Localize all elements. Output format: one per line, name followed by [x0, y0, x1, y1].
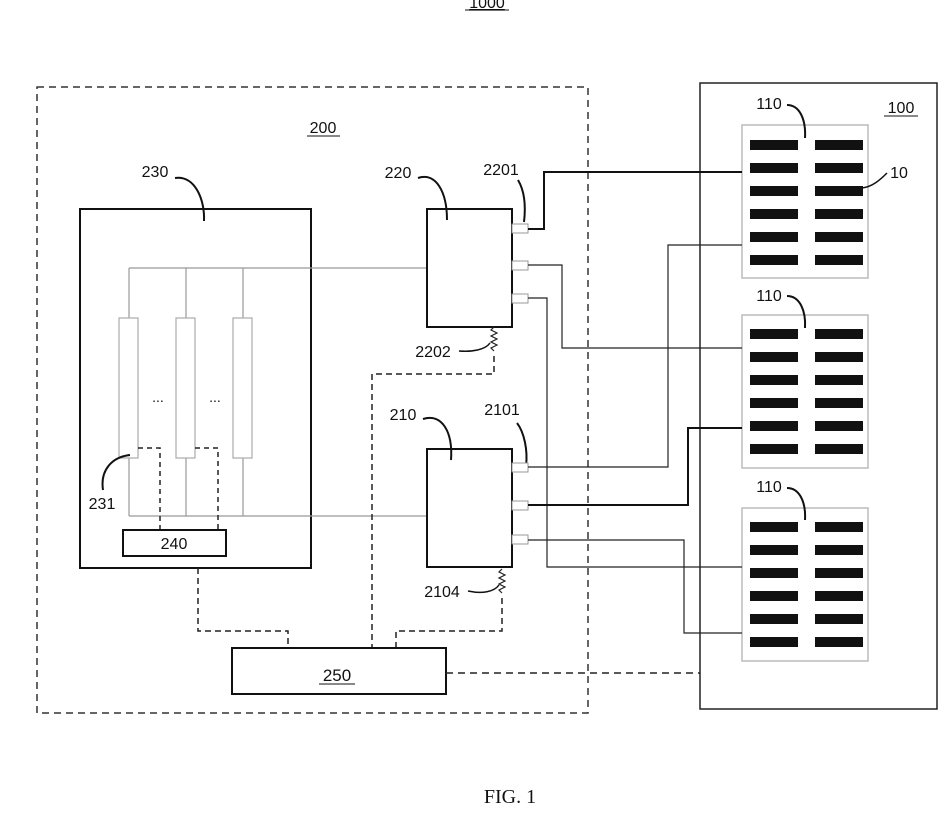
sensor-231-leader [103, 455, 130, 490]
unit-230-leader [175, 178, 204, 221]
cell-tube-2 [176, 318, 195, 458]
figure-caption: FIG. 1 [484, 786, 536, 808]
wire-210-3 [528, 540, 742, 633]
wire-220-3 [528, 298, 742, 567]
port-2104-label: 2104 [424, 584, 460, 601]
port-2202-label: 2202 [415, 344, 451, 361]
sensor-wire-1 [138, 448, 160, 530]
port-2201-leader [518, 180, 525, 222]
wire-210-1 [528, 245, 742, 467]
unit-250-label: 250 [323, 666, 351, 685]
unit-230-label: 230 [142, 164, 169, 181]
port-2101-label: 2101 [484, 402, 520, 419]
port-2201-label: 2201 [483, 162, 519, 179]
unit-220-label: 220 [385, 165, 412, 182]
ellipsis-1: ... [152, 389, 164, 405]
unit-220-box [427, 209, 512, 327]
unit-210-box [427, 449, 512, 567]
sensor-231-label: 231 [89, 496, 116, 513]
unit-220-terminal-2 [512, 261, 528, 270]
wire-220-1 [528, 172, 742, 229]
cell-tube-1 [119, 318, 138, 458]
unit-220-terminal-1 [512, 224, 528, 233]
port-2101-leader [517, 423, 527, 466]
link-210-250 [396, 598, 502, 648]
port-2202-leader [459, 343, 490, 351]
cell-tube-3 [233, 318, 252, 458]
module-110-a-label: 110 [756, 96, 782, 113]
link-230-250 [198, 568, 288, 648]
module-110-c-label: 110 [756, 479, 782, 496]
port-2202-spring [491, 327, 497, 351]
module-110-b-label: 110 [756, 288, 782, 305]
ellipsis-2: ... [209, 389, 221, 405]
system-100-label: 100 [888, 100, 915, 117]
port-2104-spring [499, 569, 505, 593]
system-200-label: 200 [310, 120, 337, 137]
unit-210-terminal-1 [512, 463, 528, 472]
unit-210-label: 210 [390, 407, 417, 424]
port-2104-leader [468, 585, 499, 592]
unit-220-terminal-3 [512, 294, 528, 303]
unit-210-terminal-2 [512, 501, 528, 510]
wire-220-2 [528, 265, 742, 348]
cell-10-label: 10 [890, 165, 908, 182]
unit-240-label: 240 [161, 536, 188, 553]
sensor-wire-2 [195, 448, 218, 530]
unit-210-terminal-3 [512, 535, 528, 544]
